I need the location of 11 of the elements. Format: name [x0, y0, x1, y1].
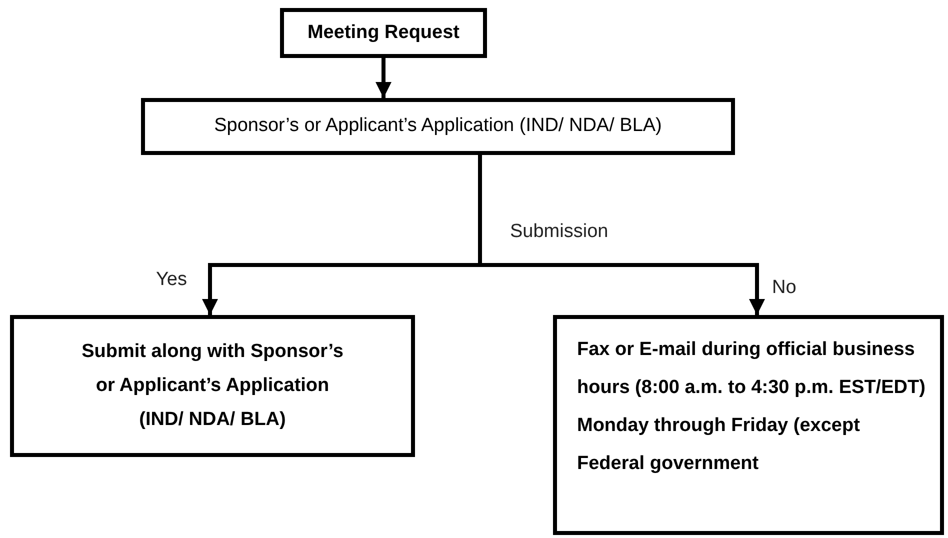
process-box — [10, 315, 415, 457]
arrow — [478, 155, 765, 315]
flow-label: Submission — [510, 220, 608, 244]
box-text: Meeting Request — [306, 20, 461, 45]
arrow — [376, 58, 392, 98]
box-text: Submit along with Sponsor’s or Applicant’s Application (IND/ NDA/ BLA) — [80, 340, 344, 432]
process-box — [141, 98, 735, 155]
box-text: Sponsor’s or Applicant’s Application (IND/ NDA/ BLA) — [213, 114, 663, 138]
process-box — [553, 315, 944, 535]
process-box — [280, 8, 487, 58]
box-text: Fax or E-mail during official business hours (8:00 a.m. to 4:30 p.m. EST/EDT) Monday through Friday (except Federal government — [577, 338, 926, 476]
